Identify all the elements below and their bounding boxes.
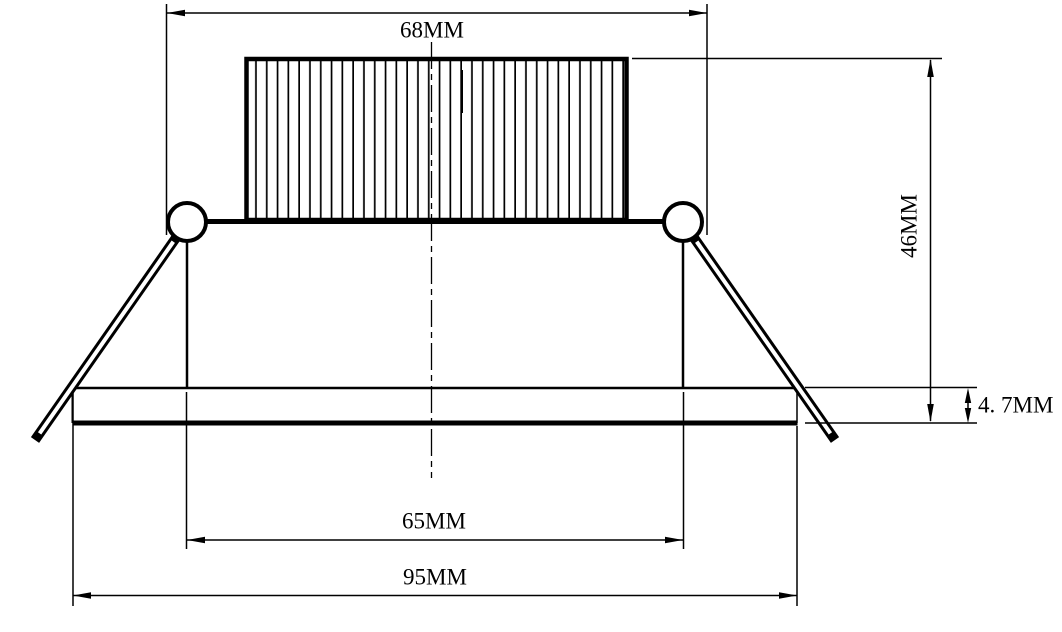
dimension-4-7mm <box>805 386 977 424</box>
dimension-label-flange-thickness: 4. 7MM <box>978 392 1054 418</box>
spring-arm-right-core <box>695 240 833 435</box>
spring-clip-right <box>662 201 840 443</box>
spring-clip-left <box>30 201 208 443</box>
arrowhead-up <box>927 59 934 77</box>
dimension-65mm <box>185 392 685 549</box>
arrowhead-left <box>73 592 91 599</box>
arrowhead-down <box>927 404 934 422</box>
pivot-circle-right <box>662 201 704 243</box>
arrowhead-right <box>689 9 707 17</box>
dimension-label-body-diameter: 65MM <box>402 508 466 534</box>
dimension-label-top-width: 68MM <box>400 17 464 43</box>
dimension-68mm <box>165 4 708 235</box>
arrowhead-down <box>964 408 972 423</box>
spring-arm-left-core <box>37 240 175 435</box>
pivot-circle-left <box>166 201 208 243</box>
arrowhead-left <box>167 9 185 17</box>
arrowhead-up <box>964 388 972 403</box>
lamp-body <box>185 240 685 389</box>
dimension-95mm <box>72 392 798 606</box>
dimension-label-overall-height: 46MM <box>896 194 922 258</box>
mounting-flange <box>71 386 798 426</box>
arrowhead-left <box>187 536 205 544</box>
dimension-label-flange-diameter: 95MM <box>403 564 467 590</box>
heatsink-body <box>244 56 629 223</box>
arrowhead-right <box>665 536 683 544</box>
heatsink <box>244 56 629 223</box>
arrowhead-right <box>779 592 797 599</box>
dimension-46mm <box>632 57 942 422</box>
